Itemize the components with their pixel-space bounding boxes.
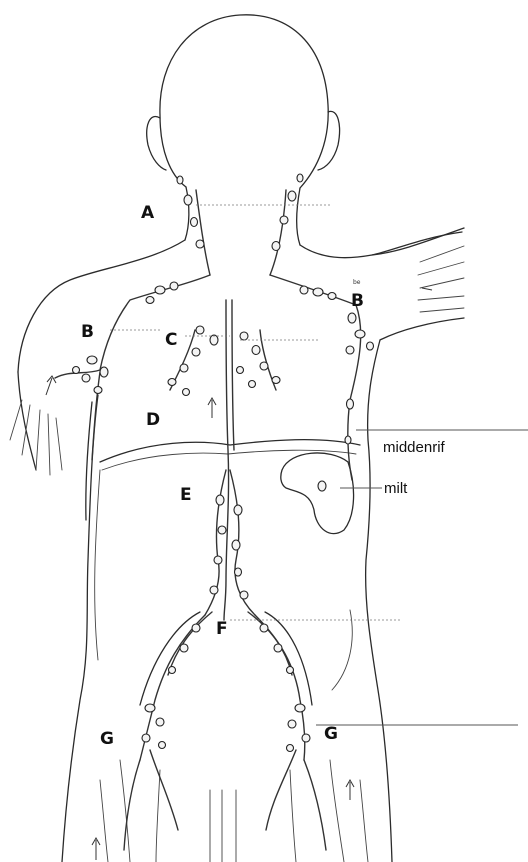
label-c: C <box>165 330 177 350</box>
right-shoulder <box>300 228 464 258</box>
lymph-nodes <box>73 174 374 752</box>
abdomen-structures <box>95 440 368 862</box>
diagram-annotations: middenrif milt <box>383 439 446 497</box>
label-a: A <box>141 203 155 223</box>
diagram-labels: A B B be C D E F G G <box>81 203 364 749</box>
annotation-spleen: milt <box>384 480 408 497</box>
neck-right <box>297 188 300 245</box>
pelvis-left <box>140 612 200 705</box>
left-arm-inner <box>86 402 92 520</box>
left-shoulder <box>18 240 185 372</box>
label-b-right-small: be <box>353 279 361 286</box>
label-b-left: B <box>81 322 94 342</box>
label-g-right: G <box>324 724 338 744</box>
right-arm-lower-edge <box>380 318 464 340</box>
left-torso-side <box>62 395 98 862</box>
label-b-right: B <box>351 291 364 311</box>
right-ear <box>318 111 340 170</box>
annotation-diaphragm: middenrif <box>383 439 446 456</box>
label-d: D <box>146 410 160 430</box>
label-g-left: G <box>100 729 114 749</box>
label-f: F <box>216 619 228 639</box>
label-e: E <box>180 485 192 505</box>
pelvis-right <box>265 612 312 705</box>
thoracic-duct <box>224 300 229 620</box>
head-outline <box>160 15 328 188</box>
right-torso-side <box>366 340 392 862</box>
spleen-shape <box>281 453 354 534</box>
